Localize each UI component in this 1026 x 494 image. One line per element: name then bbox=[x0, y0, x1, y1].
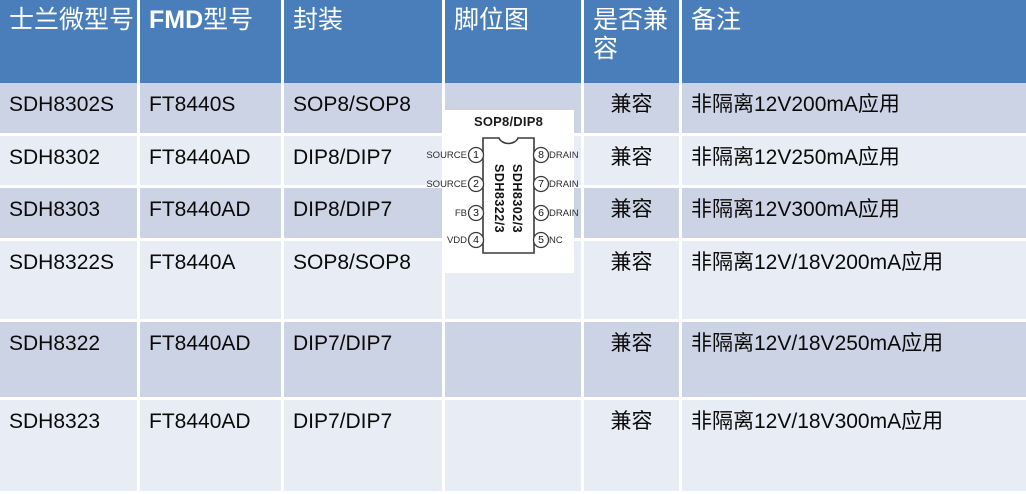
table-row: SDH8323 FT8440AD DIP7/DIP7 兼容 非隔离12V/18V… bbox=[0, 400, 1026, 494]
pin-circle-7 bbox=[532, 175, 550, 193]
cell-package: DIP7/DIP7 bbox=[284, 400, 445, 494]
cell-fmd-model: FT8440AD bbox=[140, 322, 284, 400]
pin-label-nc: NC bbox=[549, 235, 563, 246]
pin-diagram-svg bbox=[467, 137, 550, 254]
column-header-remark-label: 备注 bbox=[691, 6, 742, 34]
cell-compatible: 兼容 bbox=[584, 322, 682, 400]
column-header-pin-diagram-label: 脚位图 bbox=[454, 6, 530, 34]
column-header-compatible: 是否兼容 bbox=[584, 0, 682, 83]
cell-compatible: 兼容 bbox=[584, 83, 682, 136]
cell-fmd-model: FT8440AD bbox=[140, 400, 284, 494]
column-header-fmd-model-latin: FMD bbox=[149, 6, 204, 34]
table-header: 士兰微型号 FMD型号 封装 脚位图 是否兼容 备注 bbox=[0, 0, 1026, 83]
pin-label-source-1: SOURCE bbox=[426, 150, 467, 161]
pin-label-vdd: VDD bbox=[446, 235, 467, 246]
cell-silan-model: SDH8323 bbox=[0, 400, 140, 494]
column-header-compatible-label: 是否兼容 bbox=[593, 6, 669, 64]
column-header-fmd-model-label: 型号 bbox=[203, 6, 254, 34]
pin-circle-8 bbox=[532, 146, 550, 164]
cell-fmd-model: FT8440AD bbox=[140, 188, 284, 241]
column-header-package: 封装 bbox=[284, 0, 445, 83]
table-row: SDH8322S FT8440A SOP8/SOP8 兼容 非隔离12V/18V… bbox=[0, 241, 1026, 322]
cell-fmd-model: FT8440AD bbox=[140, 136, 284, 188]
cell-remark: 非隔离12V/18V250mA应用 bbox=[682, 322, 1026, 400]
cell-package: SOP8/SOP8 bbox=[284, 241, 445, 322]
cell-package: SOP8/SOP8 bbox=[284, 83, 445, 136]
column-header-fmd-model: FMD型号 bbox=[140, 0, 284, 83]
ic-body-label-left: SDH8322/3 bbox=[492, 164, 506, 234]
ic-body-outline bbox=[482, 137, 535, 254]
pin-circle-1 bbox=[467, 146, 485, 164]
cell-silan-model: SDH8303 bbox=[0, 188, 140, 241]
ic-body-label-right: SDH8302/3 bbox=[510, 164, 524, 234]
pin-number-8: 8 bbox=[538, 149, 544, 161]
cell-fmd-model: FT8440A bbox=[140, 241, 284, 322]
pin-number-5: 5 bbox=[538, 234, 544, 246]
pin-circle-3 bbox=[467, 204, 485, 222]
cell-package: DIP8/DIP7 bbox=[284, 136, 445, 188]
pin-number-7: 7 bbox=[538, 178, 544, 190]
pin-label-drain-7: DRAIN bbox=[549, 179, 579, 190]
table-row: SDH8322 FT8440AD DIP7/DIP7 兼容 非隔离12V/18V… bbox=[0, 322, 1026, 400]
pin-diagram-title: SOP8/DIP8 bbox=[474, 114, 543, 129]
pin-number-3: 3 bbox=[473, 207, 479, 219]
cell-compatible: 兼容 bbox=[584, 241, 682, 322]
cell-compatible: 兼容 bbox=[584, 136, 682, 188]
pin-number-6: 6 bbox=[538, 207, 544, 219]
column-header-silan-model-label: 士兰微型号 bbox=[9, 6, 135, 34]
pin-diagram-image: SOP8/DIP8 1 2 3 4 8 7 6 5 SOURCE SOURCE … bbox=[426, 110, 579, 273]
table-row: SDH8302S FT8440S SOP8/SOP8 兼容 非隔离12V200m… bbox=[0, 83, 1026, 136]
cell-package: DIP8/DIP7 bbox=[284, 188, 445, 241]
column-header-package-label: 封装 bbox=[293, 6, 344, 34]
cell-compatible: 兼容 bbox=[584, 188, 682, 241]
pin-label-drain-6: DRAIN bbox=[549, 208, 579, 219]
cell-silan-model: SDH8302 bbox=[0, 136, 140, 188]
cell-remark: 非隔离12V/18V300mA应用 bbox=[682, 400, 1026, 494]
pin-label-source-2: SOURCE bbox=[426, 179, 467, 190]
column-header-silan-model: 士兰微型号 bbox=[0, 0, 140, 83]
pin-circle-6 bbox=[532, 204, 550, 222]
column-header-remark: 备注 bbox=[682, 0, 1026, 83]
cell-remark: 非隔离12V300mA应用 bbox=[682, 188, 1026, 241]
table-header-row: 士兰微型号 FMD型号 封装 脚位图 是否兼容 备注 bbox=[0, 0, 1026, 83]
cell-silan-model: SDH8302S bbox=[0, 83, 140, 136]
cell-compatible: 兼容 bbox=[584, 400, 682, 494]
cell-fmd-model: FT8440S bbox=[140, 83, 284, 136]
pin-number-2: 2 bbox=[473, 178, 479, 190]
pin-number-1: 1 bbox=[473, 149, 479, 161]
cell-pin-diagram bbox=[445, 322, 584, 400]
cell-package: DIP7/DIP7 bbox=[284, 322, 445, 400]
column-header-pin-diagram: 脚位图 bbox=[445, 0, 584, 83]
pin-circle-4 bbox=[467, 231, 485, 249]
pin-circle-2 bbox=[467, 175, 485, 193]
cell-remark: 非隔离12V200mA应用 bbox=[682, 83, 1026, 136]
cell-silan-model: SDH8322 bbox=[0, 322, 140, 400]
pin-circle-5 bbox=[532, 231, 550, 249]
pin-label-drain-8: DRAIN bbox=[549, 150, 579, 161]
pin-number-4: 4 bbox=[473, 234, 479, 246]
cell-remark: 非隔离12V250mA应用 bbox=[682, 136, 1026, 188]
cell-silan-model: SDH8322S bbox=[0, 241, 140, 322]
cell-remark: 非隔离12V/18V200mA应用 bbox=[682, 241, 1026, 322]
pin-label-fb: FB bbox=[454, 208, 467, 219]
cell-pin-diagram bbox=[445, 400, 584, 494]
